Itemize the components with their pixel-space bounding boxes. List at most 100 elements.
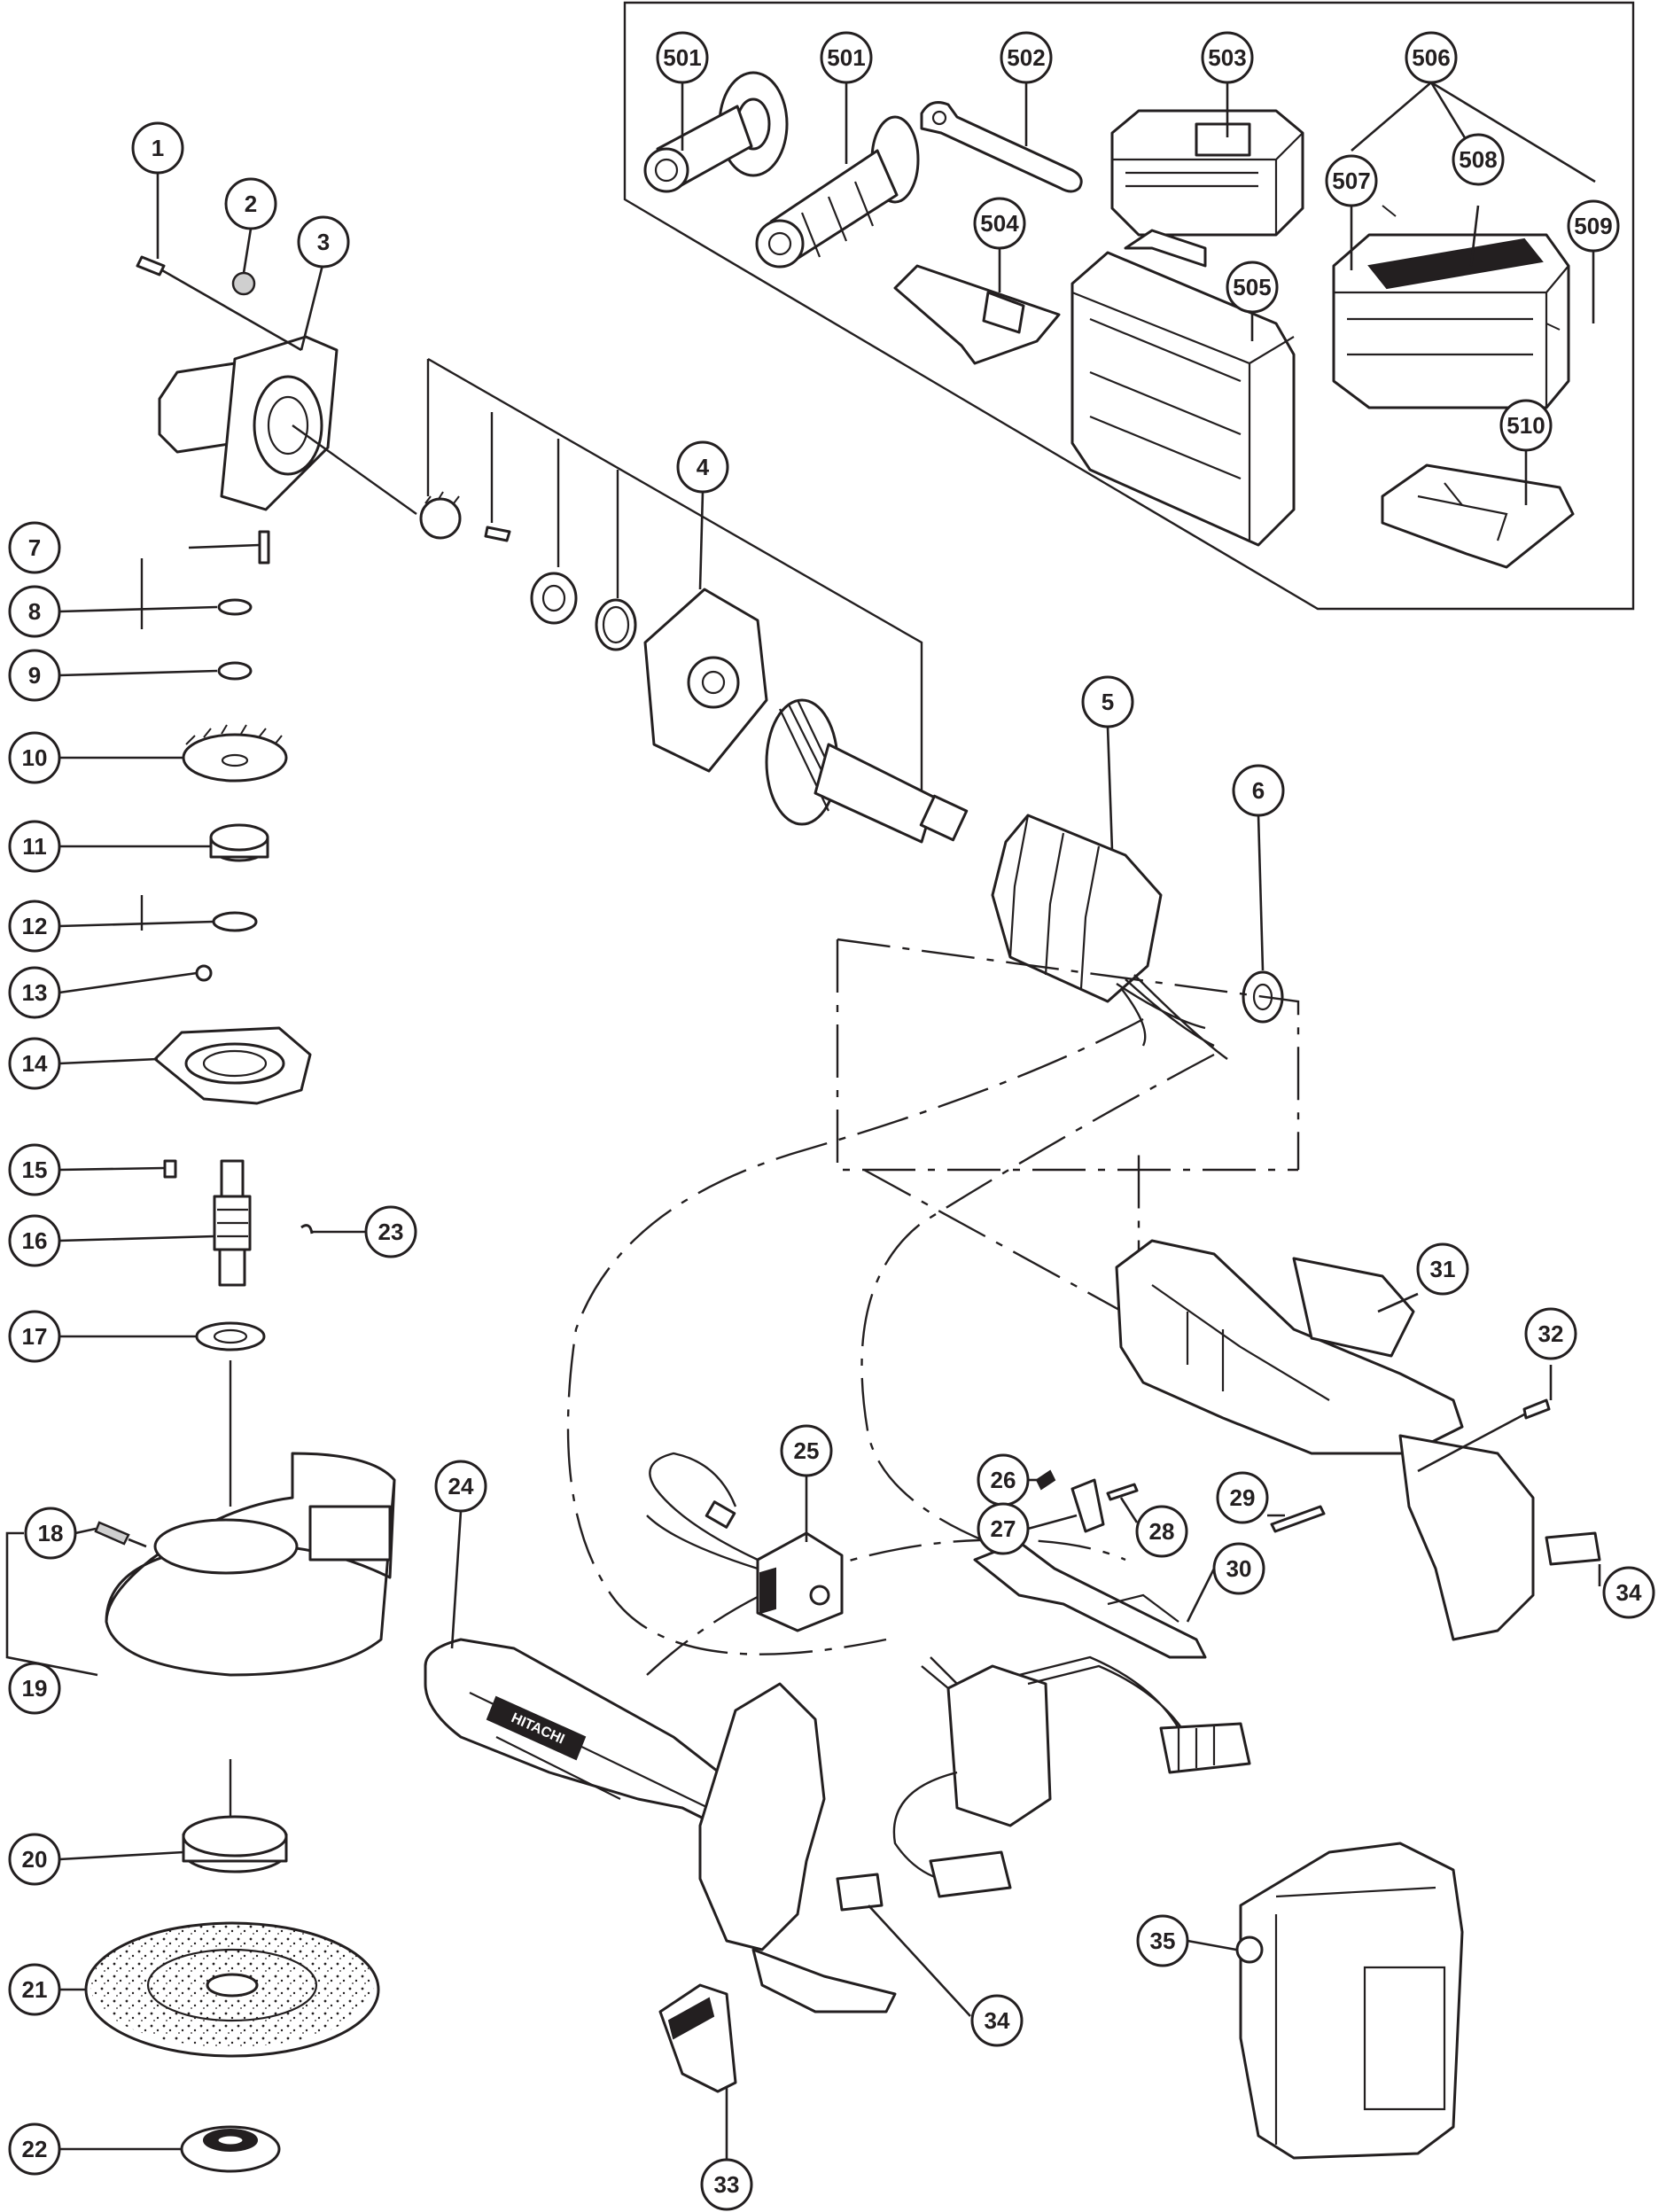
switch-lever (973, 1540, 1207, 1659)
callout-29: 29 (1216, 1471, 1269, 1524)
side-handle-plain (643, 71, 789, 193)
svg-text:510: 510 (1506, 412, 1545, 439)
callout-1: 1 (131, 121, 184, 175)
callout-35: 35 (1136, 1914, 1189, 1967)
callout-23: 23 (364, 1205, 417, 1258)
svg-text:15: 15 (22, 1157, 48, 1183)
svg-text:1: 1 (152, 135, 164, 161)
svg-text:32: 32 (1538, 1320, 1564, 1347)
svg-text:30: 30 (1226, 1555, 1252, 1582)
svg-text:19: 19 (22, 1675, 48, 1702)
svg-text:503: 503 (1208, 44, 1246, 71)
svg-text:25: 25 (794, 1437, 820, 1464)
callout-508: 508 (1452, 133, 1505, 186)
gear-cover (158, 335, 339, 511)
svg-text:507: 507 (1332, 167, 1370, 194)
callout-3: 3 (297, 215, 350, 269)
svg-text:509: 509 (1574, 213, 1612, 239)
callout-19: 19 (8, 1662, 61, 1715)
battery-charger (1110, 109, 1304, 237)
controller-board (892, 1655, 1251, 1898)
housing-half-left: HITACHI (424, 1638, 897, 2013)
callout-13: 13 (8, 966, 61, 1019)
spindle (213, 1159, 252, 1287)
svg-text:33: 33 (714, 2171, 740, 2198)
svg-text:34: 34 (1616, 1579, 1642, 1606)
svg-text:18: 18 (38, 1520, 64, 1546)
callout-34-right: 34 (1602, 1566, 1655, 1619)
svg-text:11: 11 (22, 833, 47, 860)
callout-7: 7 (8, 521, 61, 574)
svg-text:2: 2 (245, 191, 257, 217)
side-handle-grip (755, 115, 920, 269)
svg-text:23: 23 (378, 1219, 404, 1245)
svg-text:7: 7 (28, 534, 41, 561)
callout-506: 506 (1405, 31, 1458, 84)
callout-20: 20 (8, 1833, 61, 1886)
svg-text:9: 9 (28, 662, 41, 689)
carrying-case (1070, 229, 1296, 547)
callout-22: 22 (8, 2122, 61, 2176)
gear-housing-plate (643, 588, 768, 773)
callout-509: 509 (1567, 199, 1620, 253)
svg-text:12: 12 (22, 913, 48, 939)
svg-text:22: 22 (22, 2136, 48, 2162)
switch (646, 1452, 844, 1632)
svg-text:506: 506 (1412, 44, 1450, 71)
svg-text:5: 5 (1102, 689, 1114, 715)
svg-text:17: 17 (22, 1323, 48, 1350)
battery-pack (1235, 1842, 1464, 2160)
grinding-wheel (84, 1921, 380, 2058)
svg-text:26: 26 (991, 1467, 1016, 1493)
callout-27: 27 (977, 1502, 1030, 1555)
svg-text:16: 16 (22, 1227, 48, 1254)
callout-30: 30 (1212, 1542, 1265, 1595)
callout-501-a: 501 (656, 31, 709, 84)
callout-502: 502 (1000, 31, 1053, 84)
callout-9: 9 (8, 649, 61, 702)
housing-half-right (1115, 1239, 1535, 1641)
svg-text:28: 28 (1149, 1518, 1175, 1545)
svg-text:4: 4 (697, 454, 710, 480)
callout-8: 8 (8, 585, 61, 638)
svg-text:20: 20 (22, 1846, 48, 1873)
callout-16: 16 (8, 1214, 61, 1267)
svg-text:10: 10 (22, 744, 48, 771)
callout-11: 11 (8, 820, 61, 873)
callout-12: 12 (8, 900, 61, 953)
system-case (1332, 233, 1570, 409)
svg-text:508: 508 (1459, 146, 1497, 173)
svg-text:6: 6 (1252, 777, 1265, 804)
callout-501-b: 501 (820, 31, 873, 84)
callout-2: 2 (224, 177, 277, 230)
flange-wrench (920, 101, 1083, 193)
callout-6: 6 (1232, 764, 1285, 817)
callout-24: 24 (434, 1460, 487, 1513)
wheel-guard (105, 1452, 396, 1677)
callout-15: 15 (8, 1143, 61, 1196)
callout-34-left: 34 (970, 1994, 1024, 2047)
svg-text:501: 501 (827, 44, 865, 71)
callout-32: 32 (1524, 1307, 1577, 1360)
callout-14: 14 (8, 1037, 61, 1090)
svg-text:34: 34 (985, 2007, 1010, 2034)
svg-text:31: 31 (1430, 1256, 1456, 1282)
bearing-housing (153, 1026, 312, 1105)
axis-lines (140, 424, 417, 1817)
svg-text:27: 27 (991, 1515, 1016, 1542)
wire-harness (1116, 974, 1228, 1060)
callout-18: 18 (24, 1507, 77, 1560)
callout-28: 28 (1135, 1505, 1188, 1558)
stator (991, 814, 1163, 1003)
bevel-gear (182, 724, 288, 783)
svg-text:502: 502 (1007, 44, 1045, 71)
svg-text:35: 35 (1150, 1928, 1176, 1954)
hook-plate (893, 264, 1061, 365)
svg-text:24: 24 (448, 1473, 474, 1499)
accessory-frame (623, 1, 1635, 611)
svg-text:29: 29 (1230, 1484, 1256, 1511)
svg-text:13: 13 (22, 979, 48, 1006)
callout-4: 4 (676, 440, 729, 494)
leader-lines (5, 81, 1601, 2193)
